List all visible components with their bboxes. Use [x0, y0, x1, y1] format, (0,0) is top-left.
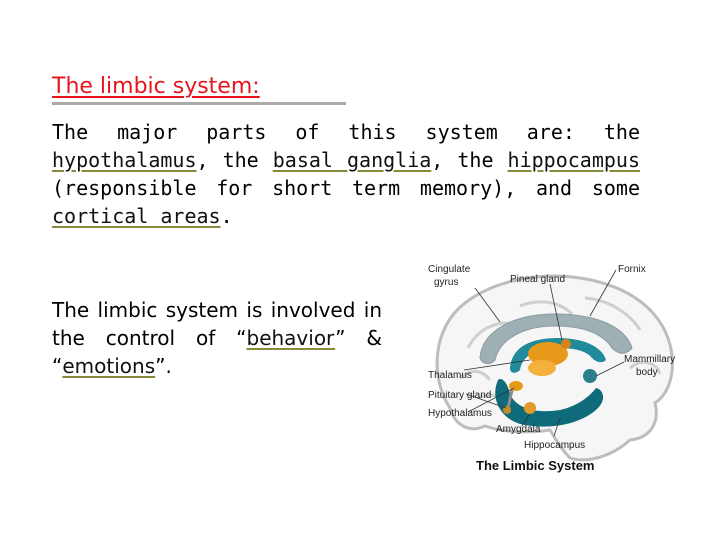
hippocampus-shape — [495, 378, 604, 427]
label-amygdala: Amygdala — [496, 424, 541, 435]
para2-text-3: ”. — [155, 354, 172, 378]
amygdala-shape — [524, 402, 536, 414]
link-basal-ganglia[interactable]: basal ganglia — [272, 148, 432, 172]
label-body: body — [636, 367, 658, 378]
cortex-sulci — [459, 296, 662, 407]
limbic-system-figure: Cingulate gyrus Pineal gland Fornix Mamm… — [420, 258, 690, 480]
title-underline-shadow — [52, 102, 346, 105]
label-gyrus: gyrus — [434, 277, 458, 288]
link-cortical-areas[interactable]: cortical areas — [52, 204, 221, 228]
label-hippocampus: Hippocampus — [524, 440, 585, 451]
para1-text-4: (responsible for short term memory), and… — [52, 176, 640, 200]
para1-text-3: , the — [431, 148, 508, 172]
mammillary-body-shape — [583, 369, 597, 383]
slide-title-text: The limbic system: — [52, 74, 260, 99]
para2-text-2: ” & “ — [52, 326, 382, 378]
slide-title: The limbic system: — [52, 72, 260, 102]
thalamus-shape-lower — [528, 360, 556, 376]
figure-caption: The Limbic System — [476, 458, 594, 473]
label-leader-lines — [463, 269, 625, 437]
limbic-system-diagram: Cingulate gyrus Pineal gland Fornix Mamm… — [428, 264, 675, 473]
paragraph-major-parts: The major parts of this system are: the … — [52, 118, 640, 230]
pituitary-stalk — [506, 389, 514, 409]
para2-text-1: The limbic system is involved in the con… — [52, 298, 382, 350]
label-pineal-gland: Pineal gland — [510, 274, 565, 285]
link-emotions[interactable]: emotions — [62, 354, 156, 378]
label-hypothalamus: Hypothalamus — [428, 408, 492, 419]
cingulate-gyrus-shape — [479, 313, 633, 365]
label-fornix: Fornix — [618, 264, 646, 275]
thalamus-shape — [528, 342, 568, 366]
para1-text-5: . — [220, 204, 233, 228]
link-hippocampus[interactable]: hippocampus — [507, 148, 640, 172]
paragraph-limbic-function: The limbic system is involved in the con… — [52, 296, 382, 380]
label-thalamus: Thalamus — [428, 370, 472, 381]
para1-text-1: The major parts of this system are: the — [52, 120, 640, 144]
link-behavior[interactable]: behavior — [246, 326, 336, 350]
label-cingulate: Cingulate — [428, 264, 471, 275]
label-mammillary: Mammillary — [624, 354, 675, 365]
pineal-gland-shape — [561, 339, 571, 349]
para1-text-2: , the — [196, 148, 273, 172]
label-pituitary-gland: Pituitary gland — [428, 390, 491, 401]
link-hypothalamus[interactable]: hypothalamus — [52, 148, 197, 172]
